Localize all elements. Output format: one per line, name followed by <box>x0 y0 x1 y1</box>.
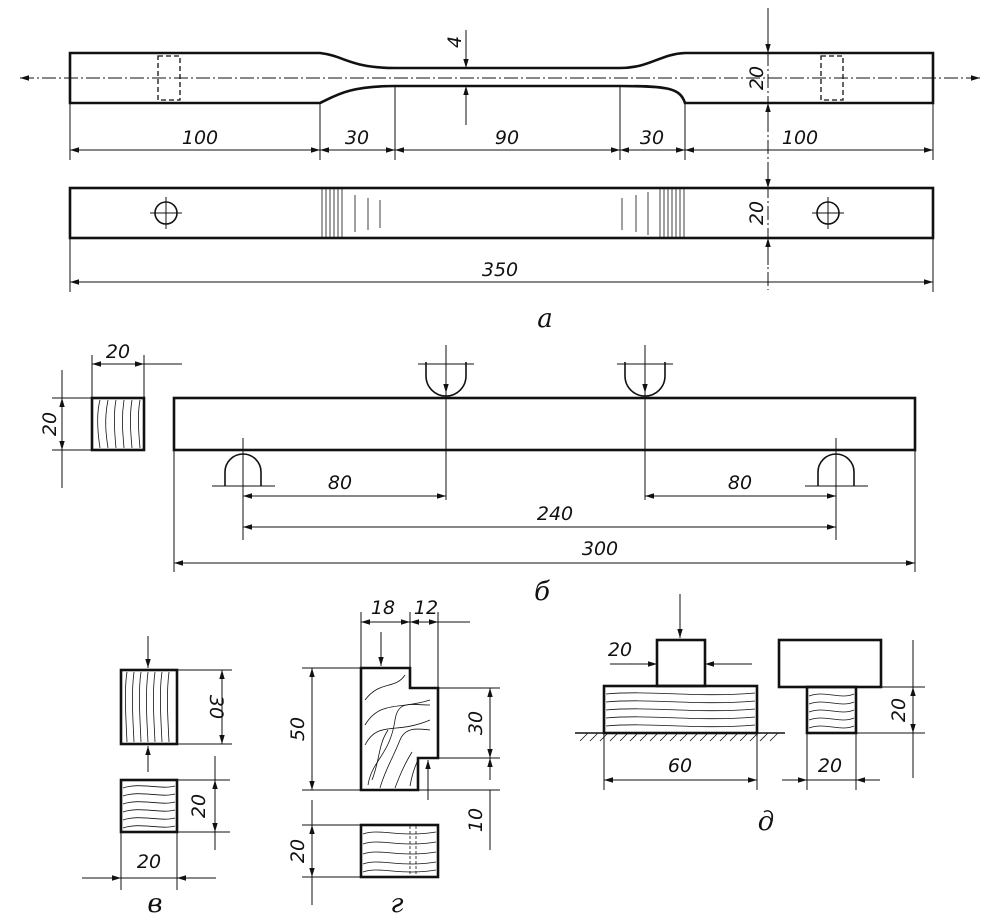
dim-shear-height: 50 <box>287 717 309 741</box>
dim-shear-w2: 12 <box>414 597 438 619</box>
compression-specimen-long <box>119 668 179 746</box>
dim-punch-width: 20 <box>608 639 632 661</box>
compression-specimen-short <box>119 778 179 834</box>
dim-total-length: 350 <box>482 259 518 281</box>
caption-a: а <box>537 304 553 334</box>
end-grain-hatch-right <box>621 188 685 238</box>
dim-section-height: 20 <box>39 412 61 436</box>
pin-hole-hidden-left <box>157 55 181 101</box>
figure-b-bending-specimen: 20 20 <box>39 341 917 607</box>
dim-width-v: 20 <box>137 851 161 873</box>
dim-gauge-length: 90 <box>495 127 519 149</box>
dim-transition-left: 30 <box>345 127 369 149</box>
figure-a-tension-specimen: 100 30 90 30 100 4 20 <box>20 8 980 334</box>
dim-section-width: 20 <box>106 341 130 363</box>
dim-load-left: 80 <box>328 472 352 494</box>
bending-cross-section <box>90 396 146 452</box>
tension-specimen-side-view <box>68 186 935 240</box>
dim-height-long: 30 <box>205 695 227 719</box>
dim-transition-right: 30 <box>640 127 664 149</box>
dim-shear-low: 10 <box>465 808 487 832</box>
pin-hole-right-icon <box>812 197 844 229</box>
dim-shear-thickness: 20 <box>287 839 309 863</box>
figure-v-compression-specimens: 30 20 20 в <box>82 636 232 919</box>
caption-d: д <box>758 807 774 837</box>
bearing-punch <box>655 638 707 688</box>
figure-g-shear-specimen: 18 12 50 30 10 20 г <box>287 597 500 919</box>
caption-v: в <box>147 889 162 919</box>
dim-grip-left: 100 <box>182 127 218 149</box>
dim-width-top: 20 <box>746 66 768 90</box>
dim-width-side: 20 <box>746 201 768 225</box>
dim-beam-total: 300 <box>582 538 618 560</box>
dim-base-length: 60 <box>668 755 692 777</box>
dim-shear-w1: 18 <box>371 597 395 619</box>
bending-beam <box>172 396 917 452</box>
bearing-punch-side <box>777 638 883 689</box>
bearing-specimen-side <box>805 685 858 735</box>
dim-load-right: 80 <box>728 472 752 494</box>
pin-hole-hidden-right <box>820 55 844 101</box>
dim-grip-right: 100 <box>782 127 818 149</box>
support-right-icon <box>805 438 868 540</box>
shear-specimen-bottom <box>359 823 440 879</box>
section-grain-b <box>97 399 141 449</box>
dim-neck-thickness: 4 <box>444 36 466 48</box>
load-nose-left-icon <box>418 345 474 500</box>
figure-d-bearing-specimen: 20 60 20 20 д <box>575 594 925 837</box>
dim-height-short: 20 <box>188 794 210 818</box>
dim-bearing-height: 20 <box>888 698 910 722</box>
load-nose-right-icon <box>617 345 673 500</box>
shear-specimen-front <box>359 666 440 792</box>
pin-hole-left-icon <box>150 197 182 229</box>
dim-bearing-width: 20 <box>818 755 842 777</box>
caption-g: г <box>390 889 403 919</box>
end-grain-hatch-left <box>321 188 381 238</box>
support-left-icon <box>212 438 275 540</box>
caption-b: б <box>534 577 550 607</box>
dim-shear-right-height: 30 <box>465 711 487 735</box>
dim-span: 240 <box>537 503 573 525</box>
